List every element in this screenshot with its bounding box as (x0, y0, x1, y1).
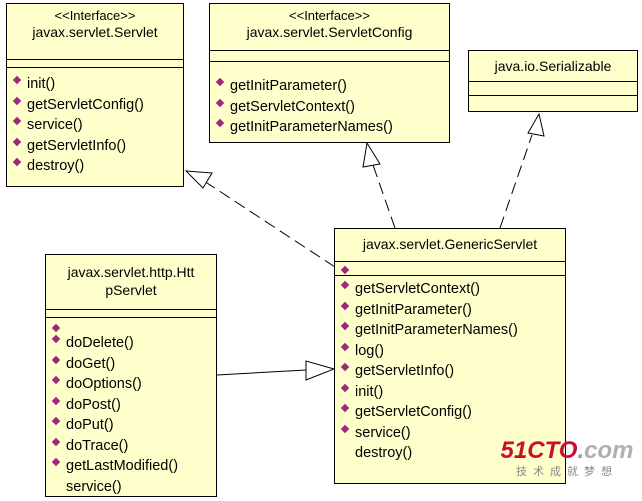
operations-compartment: getInitParameter() getServletContext() g… (210, 62, 449, 138)
realization-generic-to-servlet (203, 180, 336, 268)
operation-marker-icon (12, 96, 22, 105)
operation: getInitParameterNames() (340, 320, 565, 341)
class-name-line-2: pServlet (105, 282, 157, 298)
class-header: javax.servlet.http.Htt pServlet (46, 255, 216, 310)
class-name: javax.servlet.ServletConfig (246, 24, 413, 40)
realization-generic-to-serializable (499, 134, 533, 229)
class-serializable: java.io.Serializable (468, 50, 638, 112)
attribute-marker-icon (340, 265, 350, 275)
operation-marker-icon (340, 383, 350, 392)
attributes-compartment (210, 51, 449, 62)
class-name: javax.servlet.GenericServlet (362, 236, 538, 252)
arrowhead-generic (305, 360, 336, 381)
arrowhead-config (362, 141, 381, 168)
operation: getServletContext() (215, 97, 449, 118)
operation: service() (340, 423, 565, 444)
stereotype-label: <<Interface>> (54, 8, 136, 23)
operation: doPost() (51, 395, 216, 416)
operation-marker-row (46, 323, 216, 333)
operations-compartment: init() getServletConfig() service() getS… (7, 68, 183, 177)
operation-marker-icon (340, 280, 350, 290)
operation-marker-icon (51, 396, 61, 405)
operation-marker-icon (12, 137, 22, 146)
operation: init() (340, 382, 565, 403)
operation: destroy() (12, 156, 183, 177)
realization-generic-to-config (372, 164, 396, 229)
class-header: java.io.Serializable (469, 51, 637, 82)
operations-compartment: getServletContext() getInitParameter() g… (335, 276, 565, 464)
operation: service() (12, 115, 183, 136)
operation: getServletConfig() (340, 402, 565, 423)
operation-marker-icon (340, 321, 350, 331)
operation-marker-icon (340, 403, 350, 413)
operation: init() (12, 74, 183, 95)
operation: service() (66, 478, 122, 495)
operation: doGet() (51, 354, 216, 375)
operation-marker-icon (215, 118, 225, 128)
operation-marker-icon (340, 362, 350, 372)
operation: doPut() (51, 415, 216, 436)
attributes-compartment (46, 310, 216, 318)
operation-marker-icon (51, 334, 61, 344)
class-header: <<Interface>> javax.servlet.ServletConfi… (210, 4, 449, 51)
operation-marker-icon (51, 437, 61, 446)
operation: getServletInfo() (12, 136, 183, 157)
operation: getServletContext() (340, 279, 565, 300)
watermark-brand: 51CTO.com (500, 437, 634, 464)
attributes-compartment (7, 60, 183, 68)
operation-marker-icon (12, 157, 22, 167)
operation-marker-icon (51, 457, 61, 467)
operation-marker-icon (51, 323, 61, 333)
class-name-line-1: javax.servlet.http.Htt (67, 264, 195, 280)
class-generic-servlet: javax.servlet.GenericServlet getServletC… (334, 228, 566, 484)
watermark-logo: 51CTO.com 技术成就梦想 (494, 438, 640, 480)
stereotype-label: <<Interface>> (289, 8, 370, 23)
operation-marker-icon (51, 355, 61, 364)
operation: doOptions() (51, 374, 216, 395)
operation-marker-icon (215, 77, 225, 87)
operation: getLastModified() (51, 456, 216, 477)
generalization-http-to-generic (216, 369, 307, 376)
class-header: <<Interface>> javax.servlet.Servlet (7, 4, 183, 60)
operation-marker-icon (340, 301, 350, 310)
class-servlet: <<Interface>> javax.servlet.Servlet init… (6, 3, 184, 187)
operation-marker-icon (51, 416, 61, 426)
attributes-compartment (469, 82, 637, 96)
class-header: javax.servlet.GenericServlet (335, 229, 565, 262)
watermark-tagline: 技术成就梦想 (516, 466, 618, 478)
operation: destroy() (355, 445, 413, 461)
class-http-servlet: javax.servlet.http.Htt pServlet doDelete… (45, 254, 217, 497)
operation: log() (340, 341, 565, 362)
operation: getInitParameterNames() (215, 117, 449, 138)
arrowhead-serializable (527, 112, 545, 137)
arrowhead-servlet (184, 170, 213, 189)
operation-marker-icon (340, 342, 350, 351)
operations-compartment: doDelete() doGet() doOptions() doPost() … (46, 318, 216, 497)
operation-marker-icon (12, 75, 22, 85)
attributes-compartment (335, 262, 565, 276)
operation: doDelete() (51, 333, 216, 354)
operation: getServletInfo() (340, 361, 565, 382)
operation: getInitParameter() (340, 300, 565, 321)
class-servlet-config: <<Interface>> javax.servlet.ServletConfi… (209, 3, 450, 143)
operation-marker-icon (340, 424, 350, 433)
operation-marker-icon (215, 98, 225, 107)
operation-marker-icon (12, 116, 22, 126)
operation: getServletConfig() (12, 95, 183, 116)
operation: doTrace() (51, 436, 216, 457)
class-name: java.io.Serializable (494, 58, 612, 74)
operation: getInitParameter() (215, 76, 449, 97)
class-name: javax.servlet.Servlet (32, 24, 158, 40)
operation-marker-icon (51, 375, 61, 385)
